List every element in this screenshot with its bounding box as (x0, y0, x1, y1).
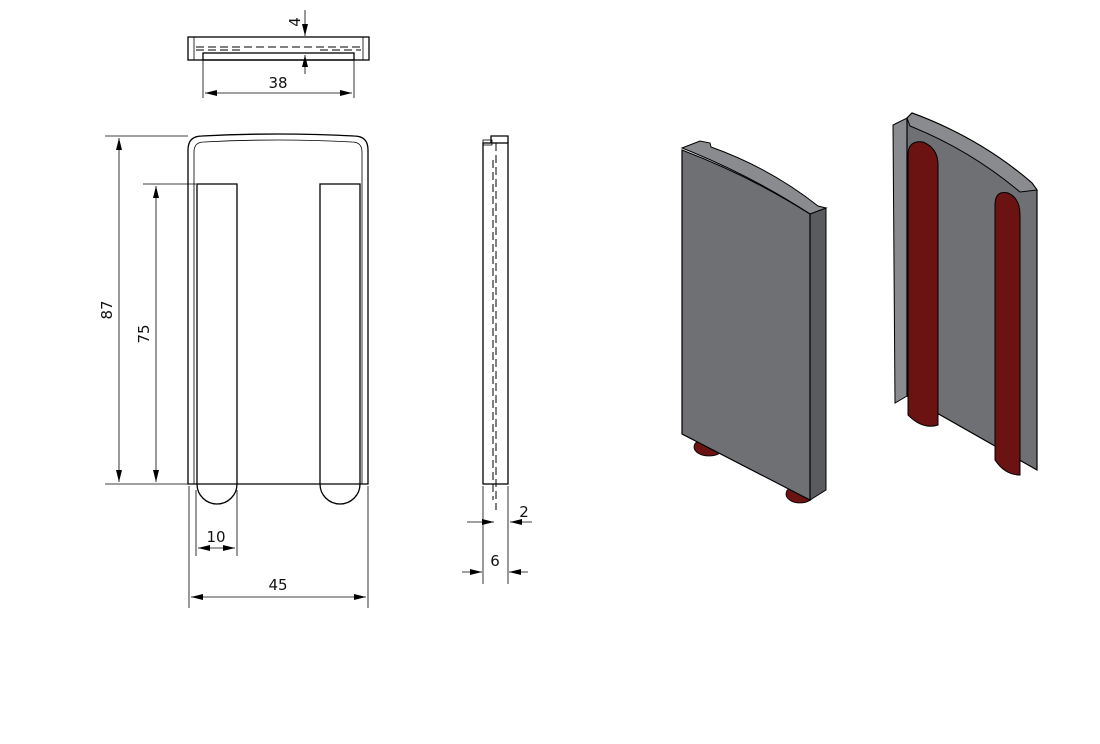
side-view: 2 6 (462, 135, 532, 584)
dim-wall-thickness: 2 (519, 503, 529, 521)
dim-top-width: 38 (268, 74, 287, 92)
dim-slot-width: 10 (206, 528, 225, 546)
dim-slot-length: 75 (135, 324, 153, 343)
iso-view-back (892, 112, 1038, 476)
dim-height-total: 87 (98, 300, 116, 319)
top-view: 38 4 (187, 10, 370, 98)
iso-view-front (680, 140, 828, 504)
front-view: 87 75 10 45 (98, 133, 369, 608)
dim-width-total: 45 (268, 576, 287, 594)
dim-top-thickness: 4 (286, 17, 304, 27)
dim-depth-total: 6 (490, 552, 500, 570)
